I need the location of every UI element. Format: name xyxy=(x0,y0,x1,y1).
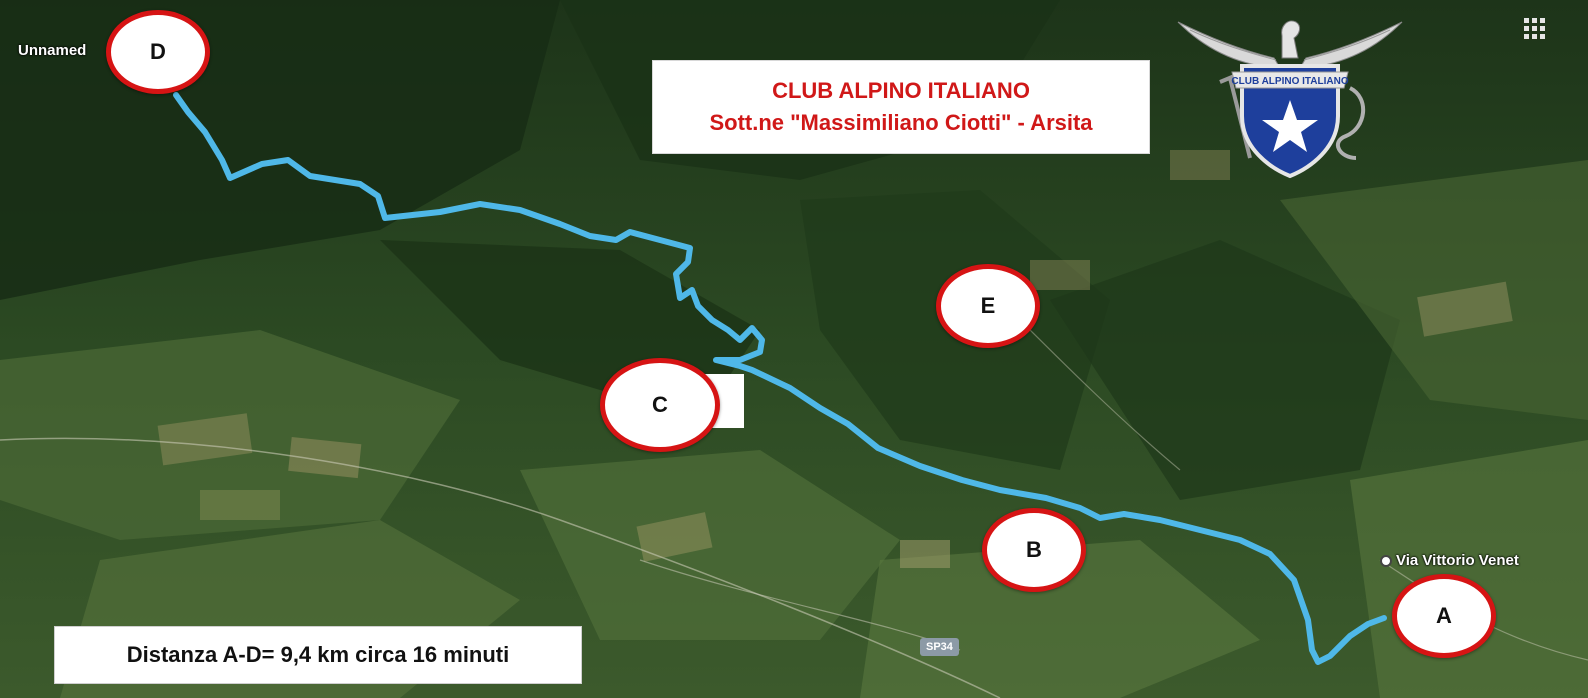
road-badge: SP34 xyxy=(920,638,959,656)
title-line-1: CLUB ALPINO ITALIANO xyxy=(772,78,1030,103)
location-pin-icon xyxy=(1380,555,1392,568)
distance-box: Distanza A-D= 9,4 km circa 16 minuti xyxy=(54,626,582,684)
title-box: CLUB ALPINO ITALIANO Sott.ne "Massimilia… xyxy=(652,60,1150,154)
route-line xyxy=(173,92,1387,665)
marker-c[interactable]: C xyxy=(600,358,720,452)
marker-a[interactable]: A xyxy=(1392,574,1496,658)
place-label-unnamed: Unnamed xyxy=(18,42,87,59)
marker-d[interactable]: D xyxy=(106,10,210,94)
title-line-2: Sott.ne "Massimiliano Ciotti" - Arsita xyxy=(709,110,1093,135)
street-name: Via Vittorio Venet xyxy=(1396,552,1519,569)
cai-eagle-shield-logo: CLUB ALPINO ITALIANO xyxy=(1177,20,1403,179)
marker-b[interactable]: B xyxy=(982,508,1086,592)
logo-text: CLUB ALPINO ITALIANO xyxy=(1231,76,1348,87)
place-label-street: Via Vittorio Venet xyxy=(1380,552,1519,569)
marker-e[interactable]: E xyxy=(936,264,1040,348)
apps-grid-icon[interactable] xyxy=(1524,18,1546,40)
